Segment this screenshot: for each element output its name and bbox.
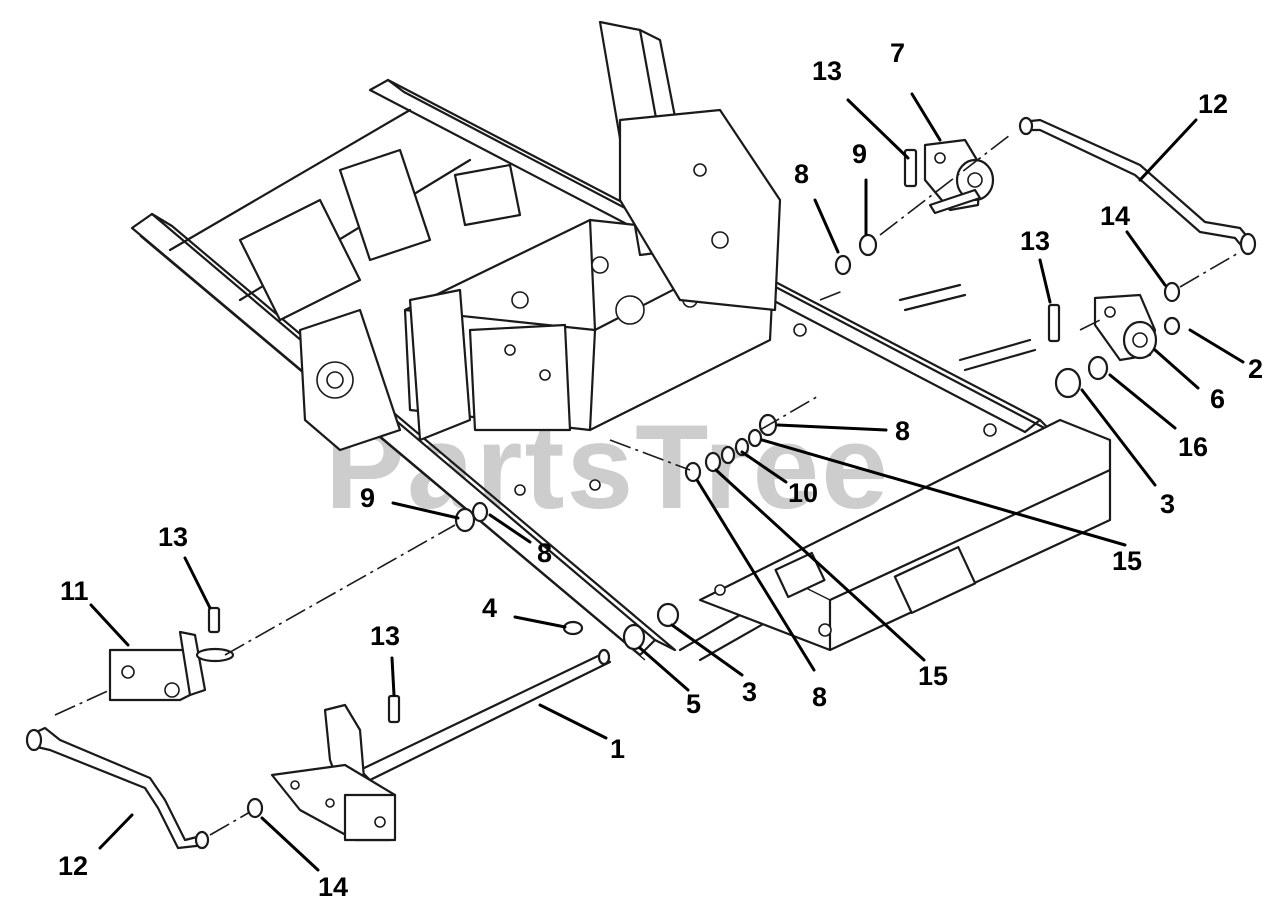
- assembly-centerlines: [54, 134, 1241, 836]
- callout-6: 6: [1210, 384, 1225, 414]
- callout-8-left: 8: [537, 538, 552, 568]
- callout-16: 16: [1178, 432, 1208, 462]
- callout-9-top: 9: [852, 139, 867, 169]
- callout-2: 2: [1248, 354, 1263, 384]
- callout-5: 5: [686, 689, 701, 719]
- callout-1: 1: [610, 734, 625, 764]
- callout-15-lower: 15: [918, 661, 948, 691]
- callout-11: 11: [60, 576, 89, 606]
- callout-4: 4: [482, 593, 497, 623]
- callout-12-upper: 12: [1198, 89, 1228, 119]
- callout-14-upper: 14: [1100, 201, 1130, 231]
- callout-13-lower: 13: [370, 621, 400, 651]
- callout-10: 10: [788, 478, 818, 508]
- exploded-parts: [25, 116, 1257, 850]
- callout-8-lower: 8: [812, 682, 827, 712]
- callout-8-mid: 8: [895, 416, 910, 446]
- callout-13-left: 13: [158, 522, 188, 552]
- callout-3-right: 3: [1160, 489, 1175, 519]
- callout-15-right: 15: [1112, 546, 1142, 576]
- callout-13-upper: 13: [812, 56, 842, 86]
- chassis-frame: [130, 20, 1112, 662]
- callout-8-top: 8: [794, 159, 809, 189]
- callout-14-lower: 14: [318, 872, 348, 902]
- callout-9-left: 9: [360, 483, 375, 513]
- callout-13-right: 13: [1020, 226, 1050, 256]
- callout-3-lower: 3: [742, 677, 757, 707]
- leader-lines: [89, 92, 1245, 872]
- callout-7: 7: [890, 38, 905, 68]
- callout-labels: 13 7 12 8 9 13 14 2 6 16 3 8 10 15 9 8 1…: [58, 38, 1263, 902]
- callout-12-lower: 12: [58, 851, 88, 881]
